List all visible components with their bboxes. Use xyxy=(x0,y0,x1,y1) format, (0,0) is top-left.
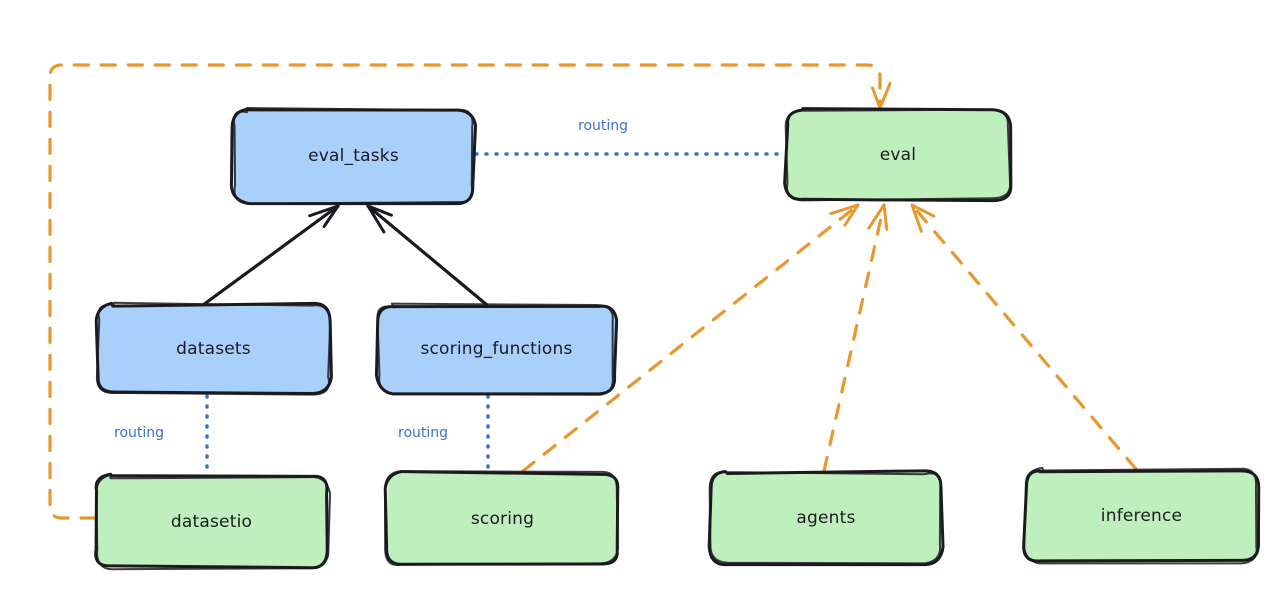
node-fill xyxy=(94,475,329,568)
node-outline-2 xyxy=(383,469,619,567)
edge-line xyxy=(822,203,886,473)
node-datasetio[interactable] xyxy=(94,472,332,571)
node-agents[interactable] xyxy=(707,469,945,567)
arrowhead xyxy=(910,203,936,218)
arrowhead xyxy=(867,203,886,230)
node-outline-2 xyxy=(95,473,332,571)
edge-line xyxy=(366,204,489,307)
node-outline-2 xyxy=(95,301,332,396)
node-fill xyxy=(232,109,475,203)
node-outline-2 xyxy=(1023,466,1258,565)
node-outline-2 xyxy=(708,470,942,565)
edge-line xyxy=(48,63,882,520)
node-scoring_functions[interactable] xyxy=(374,302,619,396)
arrowhead xyxy=(829,203,860,216)
arrowhead xyxy=(308,204,340,218)
edge-scoring-to-eval[interactable] xyxy=(521,203,860,473)
edge-line xyxy=(201,204,340,307)
edge-line xyxy=(910,203,1138,471)
node-fill xyxy=(97,304,331,394)
node-inference[interactable] xyxy=(1022,466,1261,565)
arrowhead xyxy=(910,203,923,233)
node-eval_tasks[interactable] xyxy=(229,107,478,206)
arrowhead xyxy=(882,203,889,231)
node-fill xyxy=(1024,469,1258,563)
node-scoring[interactable] xyxy=(383,469,620,567)
edge-scoring_functions-to-eval_tasks[interactable] xyxy=(366,204,489,307)
node-fill xyxy=(785,109,1011,200)
node-fill xyxy=(709,471,942,563)
node-eval[interactable] xyxy=(783,107,1013,203)
node-outline-2 xyxy=(232,107,474,205)
edge-datasetio-to-eval[interactable] xyxy=(48,63,892,520)
edge-line xyxy=(521,203,860,473)
node-fill xyxy=(387,473,619,566)
arrowhead xyxy=(878,81,892,110)
arrowhead xyxy=(322,204,340,228)
edge-agents-to-eval[interactable] xyxy=(822,203,889,473)
edge-datasets-to-eval_tasks[interactable] xyxy=(201,204,340,307)
node-outline-2 xyxy=(784,108,1012,202)
node-outline-2 xyxy=(376,302,614,396)
arrowhead xyxy=(843,203,860,227)
arrowhead xyxy=(366,204,386,234)
node-datasets[interactable] xyxy=(94,301,333,396)
edge-inference-to-eval[interactable] xyxy=(910,203,1138,471)
arrowhead xyxy=(366,204,393,217)
arrowhead xyxy=(870,86,882,110)
node-fill xyxy=(377,305,616,394)
